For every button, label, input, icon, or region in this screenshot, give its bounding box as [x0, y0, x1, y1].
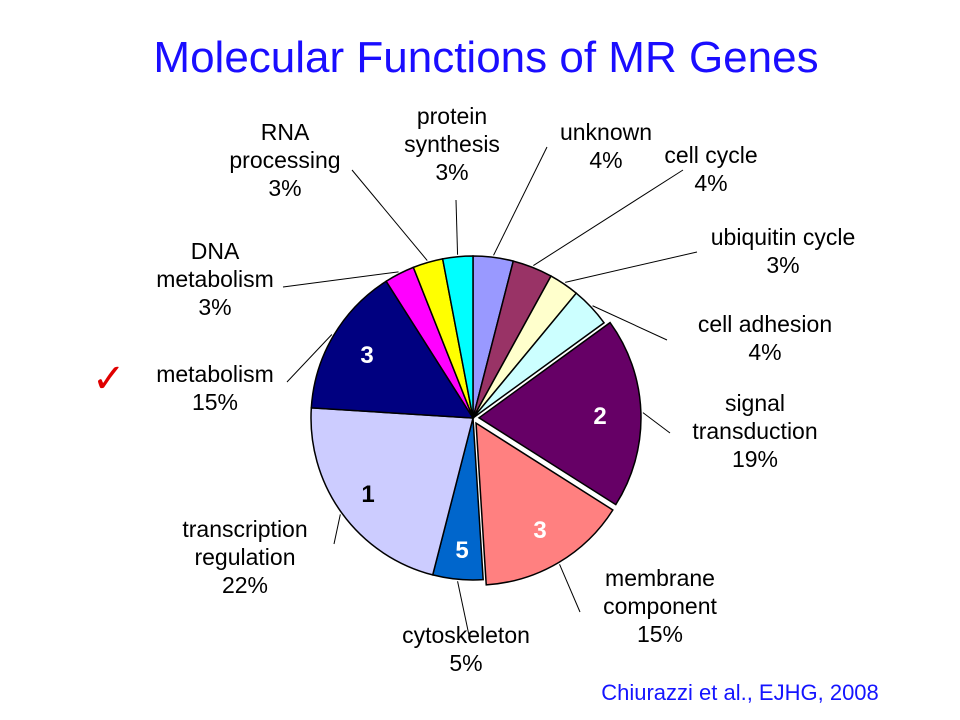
slice-label-line: DNA — [191, 238, 240, 264]
leader-lines — [282, 146, 698, 641]
slice-label-line: 3% — [435, 159, 468, 185]
leader-line — [565, 251, 698, 283]
slice-label-line: transcription — [182, 516, 307, 542]
pie-slice-protein-synthesis — [441, 255, 474, 419]
rank-label: 3 — [533, 517, 546, 544]
slice-label-line: 3% — [268, 175, 301, 201]
slice-label-line: 15% — [192, 389, 238, 415]
leader-line — [493, 146, 548, 256]
slice-label-line: ubiquitin cycle — [711, 224, 855, 250]
slice-label-line: 19% — [732, 446, 778, 472]
slice-label-line: 22% — [222, 572, 268, 598]
rank-label: 1 — [361, 481, 374, 508]
slice-label-line: cytoskeleton — [402, 622, 530, 648]
leader-line — [282, 271, 399, 288]
leader-line — [457, 581, 471, 641]
leader-line — [592, 305, 668, 341]
slice-label-line: RNA — [261, 119, 310, 145]
slice-label-line: processing — [229, 147, 340, 173]
rank-labels: 2 3 5 1 3 — [360, 342, 606, 564]
slice-label-line: protein — [417, 103, 487, 129]
chart-title: Molecular Functions of MR Genes — [153, 33, 818, 82]
slice-label-line: 15% — [637, 621, 683, 647]
rank-label: 3 — [360, 342, 373, 369]
slice-label-line: regulation — [194, 544, 295, 570]
rank-label: 2 — [593, 403, 606, 430]
slice-label-line: 4% — [694, 170, 727, 196]
leader-line — [351, 169, 428, 261]
pie-slice-signal-transduction — [477, 321, 642, 506]
leader-line — [533, 169, 684, 266]
slice-label-line: 3% — [766, 252, 799, 278]
leader-line — [642, 412, 671, 434]
slice-label-line: transduction — [692, 418, 817, 444]
rank-label: 5 — [455, 537, 468, 564]
slice-label-line: cell adhesion — [698, 311, 832, 337]
slice-label-line: 4% — [589, 147, 622, 173]
leader-line — [455, 199, 459, 255]
pie-slice-metabolism — [310, 280, 475, 419]
slice-label-line: unknown — [560, 119, 652, 145]
slice-label-line: membrane — [605, 565, 715, 591]
slice-label-line: cell cycle — [664, 142, 757, 168]
slice-label-line: 3% — [198, 294, 231, 320]
slice-label-line: 5% — [449, 650, 482, 676]
slice-label-line: component — [603, 593, 717, 619]
checkmark-icon: ✓ — [92, 356, 126, 402]
pie-slice-transcription-regulation — [310, 407, 474, 576]
citation: Chiurazzi et al., EJHG, 2008 — [601, 680, 879, 705]
pie-slice-cell-adhesion — [472, 292, 606, 419]
leader-line — [333, 514, 341, 545]
slice-label-line: 4% — [748, 339, 781, 365]
slice-label-line: synthesis — [404, 131, 500, 157]
pie-slice-membrane-component — [475, 421, 614, 586]
leader-line — [286, 334, 333, 383]
slice-label-line: signal — [725, 390, 785, 416]
slice-label-line: metabolism — [156, 361, 274, 387]
pie-slices — [310, 255, 642, 586]
leader-line — [559, 564, 581, 613]
slice-label-line: metabolism — [156, 266, 274, 292]
